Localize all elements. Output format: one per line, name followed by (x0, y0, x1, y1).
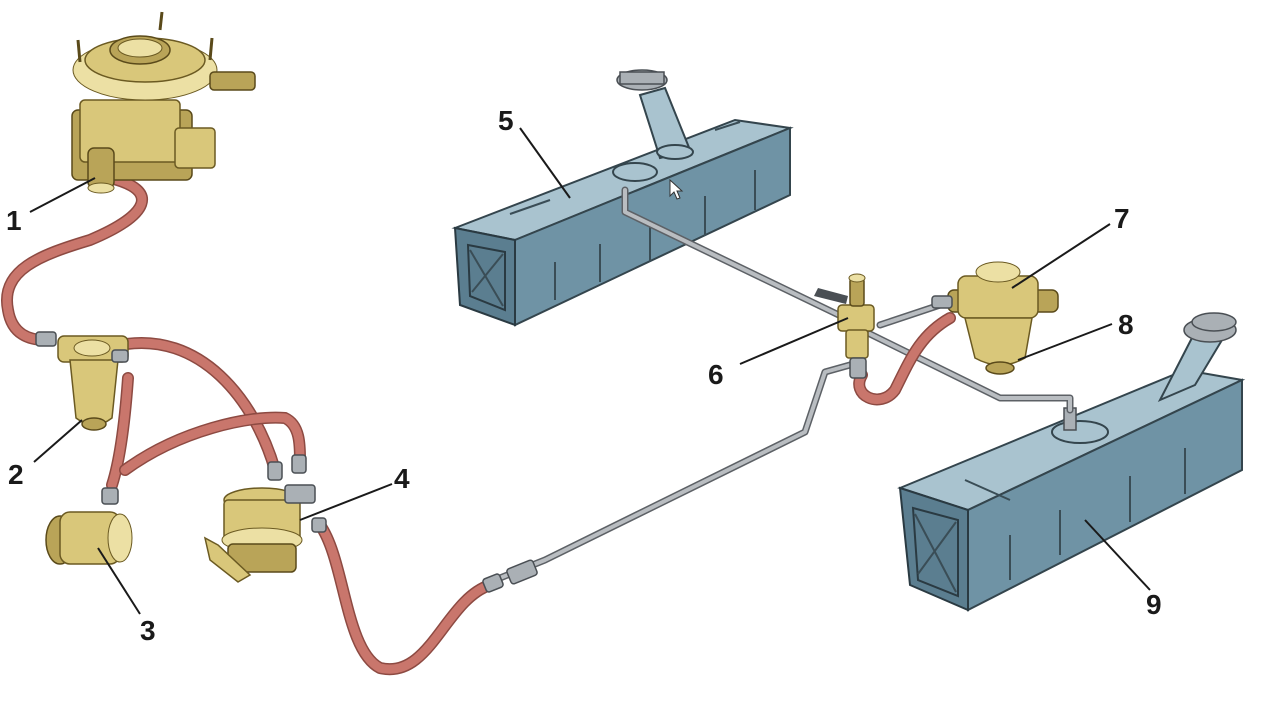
fuel-pump-icon (203, 454, 316, 583)
callout-2: 2 (8, 459, 24, 490)
callout-8: 8 (1118, 309, 1134, 340)
callout-3: 3 (140, 615, 156, 646)
sediment-filter-icon (931, 261, 1059, 319)
callout-7: 7 (1114, 203, 1130, 234)
fuel-tank-lower (897, 312, 1246, 612)
callout-9: 9 (1146, 589, 1162, 620)
leader-lines (29, 127, 1151, 615)
carburetor-icon (71, 11, 256, 194)
fuel-tap-icon (814, 273, 875, 379)
return-valve-icon (45, 487, 133, 565)
mouse-cursor-icon (669, 178, 684, 200)
rubber-hoses (1, 172, 956, 676)
callout-4: 4 (394, 463, 410, 494)
hose-connectors (311, 517, 538, 593)
callout-5: 5 (498, 105, 514, 136)
callout-6: 6 (708, 359, 724, 390)
callout-1: 1 (6, 205, 22, 236)
filter-bowl-icon (964, 317, 1033, 375)
callout-labels: 1 2 3 4 5 6 7 8 9 (6, 105, 1162, 646)
fine-fuel-filter-icon (35, 331, 129, 431)
